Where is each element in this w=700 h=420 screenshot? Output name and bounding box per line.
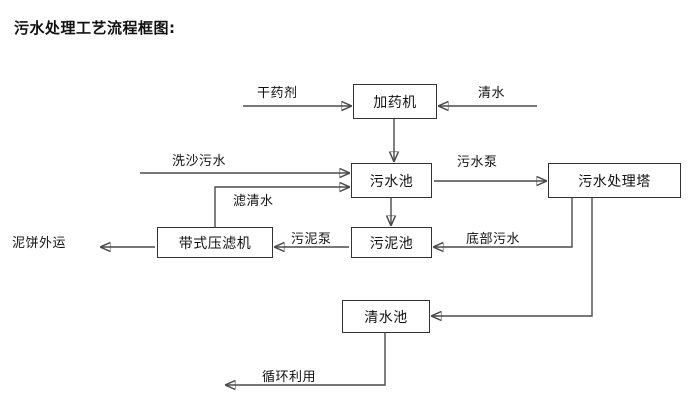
page-title: 污水处理工艺流程框图: xyxy=(14,19,176,37)
node-clean-water-pool[interactable]: 清水池 xyxy=(342,300,430,333)
node-dosing-machine[interactable]: 加药机 xyxy=(353,84,437,119)
node-treatment-tower[interactable]: 污水处理塔 xyxy=(548,163,681,198)
terminal-label-mud-cake-out: 泥饼外运 xyxy=(12,236,67,251)
edge-label-bottom-sewage: 底部污水 xyxy=(466,232,521,247)
edge-label-filtered-water: 滤清水 xyxy=(233,194,274,209)
edge-label-sewage-pump: 污水泵 xyxy=(457,155,498,170)
edge-treatment-tower-to-clean-water-pool xyxy=(432,198,593,316)
edge-clean-water-pool-to-recycle xyxy=(226,333,386,385)
edge-label-sand-wash-sewage: 洗沙污水 xyxy=(172,154,227,169)
edge-bottom-sewage-to-sludge-pool xyxy=(434,198,573,247)
node-label-belt-filter-press: 带式压滤机 xyxy=(178,235,252,252)
node-label-dosing-machine: 加药机 xyxy=(373,94,417,111)
node-label-clean-water-pool: 清水池 xyxy=(364,309,408,326)
node-label-sludge-pool: 污泥池 xyxy=(369,235,414,252)
edge-label-sludge-pump: 污泥泵 xyxy=(291,232,332,247)
edge-label-recycle-reuse: 循环利用 xyxy=(262,370,317,385)
node-belt-filter-press[interactable]: 带式压滤机 xyxy=(157,227,273,258)
edge-label-clean-water-in: 清水 xyxy=(478,86,506,101)
node-label-wastewater-pool: 污水池 xyxy=(369,173,414,190)
node-label-treatment-tower: 污水处理塔 xyxy=(578,173,651,190)
node-sludge-pool[interactable]: 污泥池 xyxy=(351,227,432,258)
edge-filtered-water-to-wastewater-pool xyxy=(214,187,349,227)
edge-label-dry-chemical: 干药剂 xyxy=(257,86,298,101)
node-wastewater-pool[interactable]: 污水池 xyxy=(351,163,432,198)
